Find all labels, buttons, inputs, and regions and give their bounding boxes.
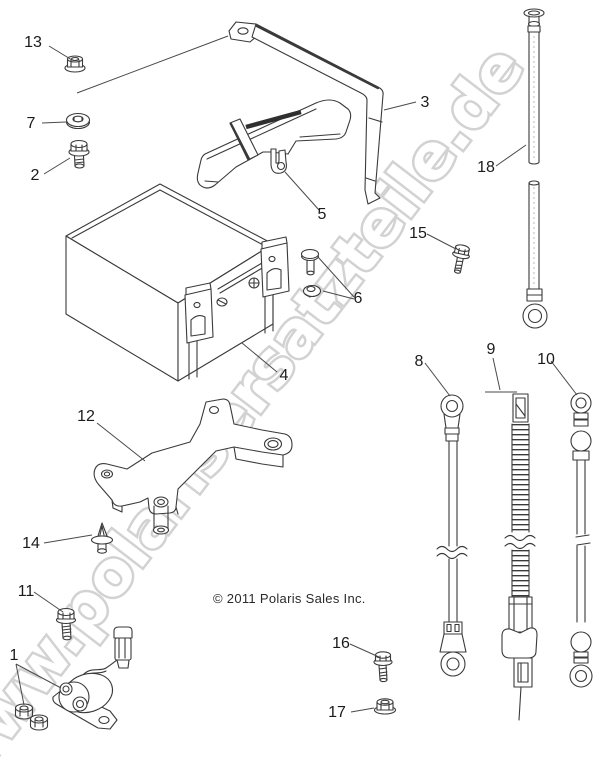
callout-10: 10 bbox=[537, 351, 555, 368]
callout-2: 2 bbox=[31, 167, 40, 184]
connector-drawing bbox=[113, 626, 133, 669]
callout-8: 8 bbox=[415, 353, 424, 370]
callout-9: 9 bbox=[487, 341, 496, 358]
callout-12: 12 bbox=[77, 408, 95, 425]
callout-15: 15 bbox=[409, 225, 427, 242]
bolt-6-drawing bbox=[300, 248, 320, 276]
callout-16: 16 bbox=[332, 635, 350, 652]
flange-nut-17-drawing bbox=[373, 698, 397, 715]
solenoid-assembly-drawing bbox=[52, 626, 133, 730]
nut-pair-drawing bbox=[14, 703, 49, 731]
callout-18: 18 bbox=[477, 159, 495, 176]
callout-13: 13 bbox=[24, 34, 42, 51]
battery-cable-8-drawing bbox=[436, 394, 468, 677]
flange-bolt-16-drawing bbox=[373, 651, 393, 683]
flange-bolt-15-drawing bbox=[452, 244, 470, 274]
callout-6: 6 bbox=[354, 290, 363, 307]
callout-4: 4 bbox=[280, 367, 289, 384]
flange-bolt-2-drawing bbox=[68, 139, 90, 169]
callout-5: 5 bbox=[318, 206, 327, 223]
callout-11: 11 bbox=[18, 583, 35, 600]
hold-down-strap-drawing bbox=[228, 21, 384, 205]
washer-7-drawing bbox=[65, 112, 91, 130]
strap-pad-drawing bbox=[196, 99, 352, 189]
copyright-text: © 2011 Polaris Sales Inc. bbox=[213, 591, 366, 606]
callout-1: 1 bbox=[10, 647, 19, 664]
mounting-bracket-drawing bbox=[93, 398, 293, 535]
leader-lines bbox=[15, 35, 578, 713]
flange-nut-13-drawing bbox=[64, 55, 86, 73]
ground-cable-10-drawing bbox=[569, 392, 593, 688]
callout-3: 3 bbox=[421, 94, 430, 111]
callout-7: 7 bbox=[27, 115, 36, 132]
callout-14: 14 bbox=[22, 535, 40, 552]
push-rivet-drawing bbox=[90, 522, 114, 554]
nut-6-drawing bbox=[302, 284, 322, 298]
flange-bolt-11-drawing bbox=[55, 607, 77, 641]
battery-drawing bbox=[65, 183, 290, 382]
callout-17: 17 bbox=[328, 704, 346, 721]
strap-hook-drawing bbox=[270, 148, 287, 174]
long-cable-18-drawing bbox=[522, 8, 548, 329]
corrugated-cable-9-drawing bbox=[501, 393, 538, 721]
